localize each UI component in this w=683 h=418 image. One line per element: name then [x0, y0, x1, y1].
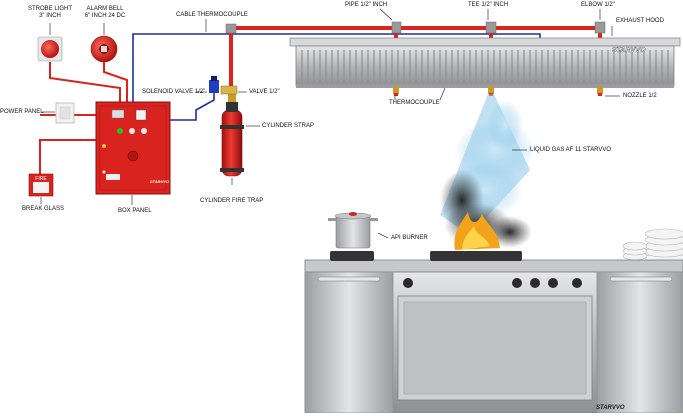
box-panel: [95, 101, 171, 195]
pipe-fittings: [225, 21, 606, 34]
pipe-corner-fitting: [225, 23, 237, 34]
hood-logo: STARVVO: [612, 47, 646, 54]
valve: [220, 85, 238, 95]
elbow-fitting: [594, 21, 606, 34]
label-power-panel: POWER PANEL: [0, 109, 44, 115]
panel-logo: STARVVO: [150, 179, 170, 184]
fire-cylinder: [220, 92, 244, 177]
power-panel: [55, 102, 75, 124]
cooking-pot: [328, 212, 378, 249]
label-break-glass: BREAK GLASS: [22, 206, 65, 212]
label-api-burner: API BURNER: [391, 235, 428, 241]
cylinder-strap-band: [220, 125, 244, 129]
label-valve: VALVE 1/2": [249, 89, 280, 95]
plate-stack: [622, 228, 683, 264]
fire-and-smoke: [440, 170, 532, 250]
label-cylinder-strap: CYLINDER STRAP: [262, 123, 315, 129]
label-cable-thermocouple: CABLE THERMOCOUPLE: [176, 12, 248, 18]
label-exhaust-hood: EXHAUST HOOD: [616, 18, 664, 24]
label-liquid-gas: LIQUID GAS AF 11 STARVVO: [530, 147, 612, 153]
label-pipe: PIPE 1/2" INCH: [345, 2, 388, 8]
stove-logo: STARVVO: [596, 405, 625, 411]
tee-fitting: [485, 21, 497, 34]
label-thermocouple: THERMOCOUPLE: [389, 100, 440, 106]
label-cylinder-fire-trap: CYLINDER FIRE TRAP: [200, 198, 264, 204]
alarm-bell: [90, 35, 118, 63]
exhaust-hood: [289, 37, 681, 88]
callout-leaders: [40, 8, 620, 239]
label-solenoid-valve: SOLENOID VALVE 1/2": [142, 89, 206, 95]
label-nozzle: NOZZLE 1/2: [623, 93, 657, 99]
label-box-panel: BOX PANEL: [118, 208, 152, 214]
label-elbow: ELBOW 1/2": [581, 2, 615, 8]
fire-sign-text: FIRE: [35, 176, 47, 182]
pipe-coupling: [391, 21, 402, 34]
label-tee: TEE 1/2" INCH: [468, 2, 509, 8]
break-glass: [28, 173, 54, 197]
strobe-light: [37, 36, 63, 62]
stove: [304, 251, 683, 414]
solenoid-valve: [209, 76, 219, 93]
